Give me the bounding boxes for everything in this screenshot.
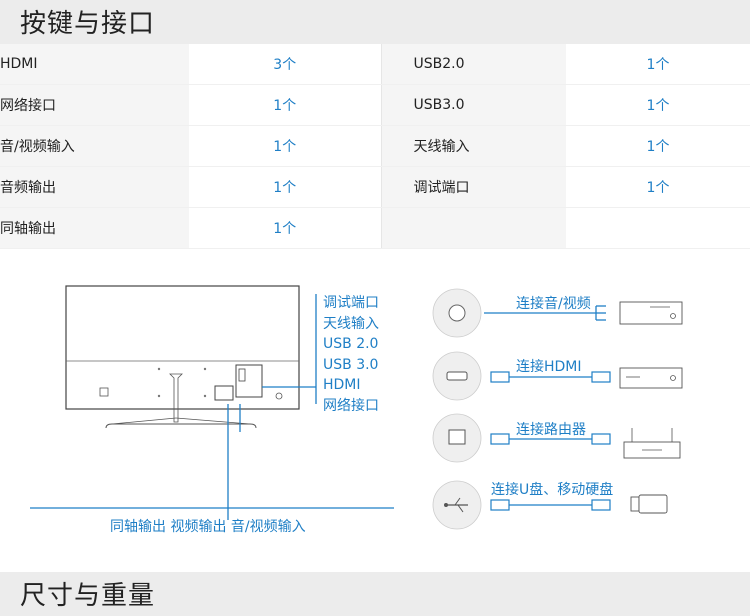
spec-value: 1个 [189,207,381,249]
port-callout-list: 调试端口 天线输入 USB 2.0 USB 3.0 HDMI 网络接口 [323,293,379,416]
connection-row-hdmi [432,351,683,401]
spec-value: 3个 [189,44,381,85]
section-title: 尺寸与重量 [20,581,156,611]
table-row: 网络接口 1个 USB3.0 1个 [0,84,750,126]
callout-antenna-input: 天线输入 [323,315,379,332]
callout-usb2: USB 2.0 [323,336,379,352]
connection-label-av: 连接音/视频 [516,296,591,312]
spec-label: 调试端口 [380,166,566,208]
ports-diagram: 调试端口 天线输入 USB 2.0 USB 3.0 HDMI 网络接口 同轴输出… [0,246,750,572]
callout-bottom-ports: 同轴输出 视频输出 音/视频输入 [110,519,306,535]
spec-value: 1个 [566,84,750,126]
table-row: 音频输出 1个 调试端口 1个 [0,166,750,208]
connection-row-router [432,413,681,463]
spec-value: 1个 [189,125,381,167]
spec-table: HDMI 3个 USB2.0 1个 网络接口 1个 USB3.0 1个 音/视频… [0,44,750,249]
spec-value [566,207,750,249]
section-header-ports: 按键与接口 [0,0,750,44]
spec-value: 1个 [566,125,750,167]
callout-hdmi: HDMI [323,377,361,393]
diagram-drawing [30,285,683,530]
spec-value: 1个 [189,166,381,208]
callout-usb3: USB 3.0 [323,356,379,373]
spec-label: 天线输入 [380,125,566,167]
callout-network-port: 网络接口 [323,397,379,414]
tv-back-illustration [65,285,300,429]
connection-label-router: 连接路由器 [516,422,586,438]
connection-row-usb [432,480,668,530]
spec-label: USB2.0 [380,44,566,85]
spec-label: 音/视频输入 [0,125,189,167]
spec-label: HDMI [0,44,189,85]
spec-value: 1个 [566,166,750,208]
section-header-size-weight: 尺寸与重量 [0,572,750,616]
section-title: 按键与接口 [20,9,156,39]
spec-label [380,207,566,249]
callout-debug-port: 调试端口 [323,295,379,311]
spec-value: 1个 [566,44,750,85]
table-row: 同轴输出 1个 [0,207,750,249]
spec-label: USB3.0 [380,84,566,126]
spec-label: 音频输出 [0,166,189,208]
spec-value: 1个 [189,84,381,126]
spec-label: 同轴输出 [0,207,189,249]
connection-label-usb: 连接U盘、移动硬盘 [491,482,614,498]
table-row: 音/视频输入 1个 天线输入 1个 [0,125,750,167]
connection-row-av [432,288,683,338]
connection-label-hdmi: 连接HDMI [516,359,582,375]
spec-label: 网络接口 [0,84,189,126]
table-row: HDMI 3个 USB2.0 1个 [0,44,750,85]
callout-lines [30,294,394,520]
